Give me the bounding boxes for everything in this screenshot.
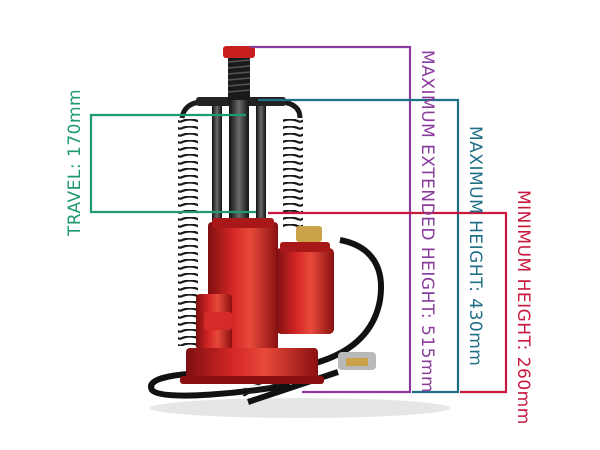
jack-base bbox=[186, 348, 318, 380]
release-valve bbox=[204, 312, 232, 330]
brass-fitting bbox=[296, 226, 322, 242]
travel-label: TRAVEL: 170mm bbox=[65, 88, 85, 236]
cylinder-top-collar bbox=[212, 218, 274, 228]
max-height-label: MAXIMUM HEIGHT: 430mm bbox=[465, 126, 485, 367]
air-pump-cylinder bbox=[276, 248, 334, 334]
ram-rod-left bbox=[212, 106, 222, 226]
floor-shadow bbox=[150, 398, 450, 418]
air-inlet-brass bbox=[346, 358, 368, 366]
ram bbox=[229, 98, 249, 228]
travel-bracket bbox=[89, 113, 256, 214]
saddle-cap bbox=[223, 46, 255, 58]
pump-cap bbox=[280, 242, 330, 252]
hydraulic-bottle-jack-image bbox=[148, 46, 450, 418]
min-height-label: MINIMUM HEIGHT: 260mm bbox=[513, 190, 533, 425]
max-height-bracket bbox=[258, 98, 460, 394]
max-extended-height-label: MAXIMUM EXTENDED HEIGHT: 515mm bbox=[417, 50, 437, 394]
min-height-bracket bbox=[268, 211, 508, 394]
left-spring bbox=[178, 118, 198, 346]
right-spring bbox=[283, 118, 303, 228]
ram-rod-right bbox=[256, 106, 266, 226]
base-feet bbox=[180, 376, 324, 384]
max-extended-bracket bbox=[250, 45, 412, 394]
